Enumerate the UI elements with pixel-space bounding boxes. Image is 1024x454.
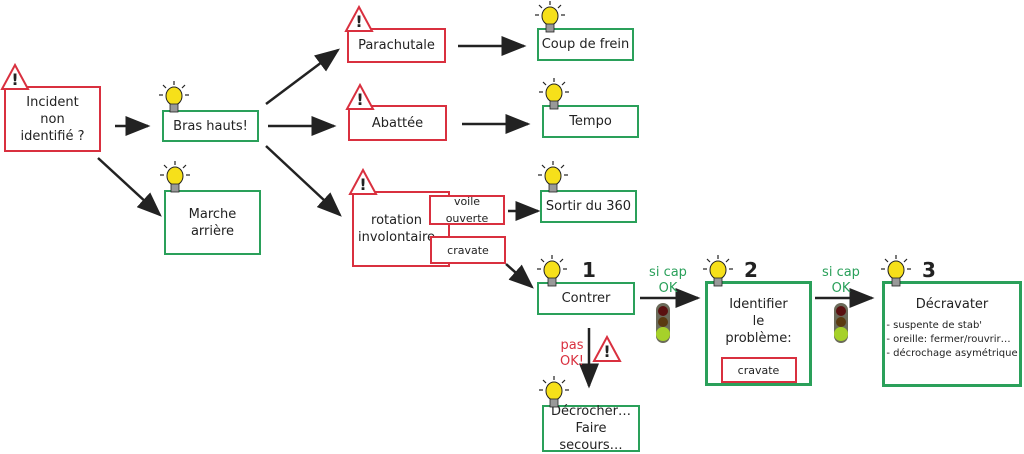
node-abattee: Abattée xyxy=(348,105,447,141)
node-sortir-360: Sortir du 360 xyxy=(540,190,637,223)
node-contrer: Contrer xyxy=(537,282,635,315)
node-parachutale: Parachutale xyxy=(347,28,446,63)
node-marche-arriere: Marche arrière xyxy=(164,190,261,255)
node-tempo: Tempo xyxy=(542,105,639,138)
traffic-light-icon xyxy=(656,303,670,343)
label-si-cap-ok: si cap OK xyxy=(649,265,687,296)
lightbulb-icon xyxy=(537,255,567,287)
node-decravater: Décravater - suspente de stab' - oreille… xyxy=(882,281,1022,387)
lightbulb-icon xyxy=(539,78,569,110)
warning-icon: ! xyxy=(348,168,378,195)
svg-text:!: ! xyxy=(355,12,362,31)
node-identifier-cravate: cravate xyxy=(720,357,797,383)
warning-icon: ! xyxy=(592,335,622,362)
identifier-text: Identifier le problème: xyxy=(725,297,792,346)
label-pas-ok: pas OK! xyxy=(560,338,584,369)
lightbulb-icon xyxy=(538,161,568,193)
node-bras-hauts: Bras hauts! xyxy=(162,110,259,142)
warning-icon: ! xyxy=(345,83,375,110)
step-number-2: 2 xyxy=(744,258,758,282)
step-number-3: 3 xyxy=(922,258,936,282)
node-decrocher: Décrocher… Faire secours… xyxy=(542,404,640,453)
lightbulb-icon xyxy=(539,376,569,408)
lightbulb-icon xyxy=(160,161,190,193)
node-voile-ouverte: voile ouverte xyxy=(429,195,505,225)
label-si-cap-ok: si cap OK xyxy=(822,265,860,296)
decravater-list: - suspente de stab' - oreille: fermer/ro… xyxy=(886,319,1017,361)
svg-text:!: ! xyxy=(603,342,610,361)
arrow-bras-parachutale xyxy=(265,48,340,105)
warning-icon: ! xyxy=(344,5,374,32)
svg-text:!: ! xyxy=(359,175,366,194)
svg-text:!: ! xyxy=(11,70,18,89)
node-identifier: Identifier le problème: cravate xyxy=(705,281,812,386)
step-number-1: 1 xyxy=(582,258,596,282)
arrow-bras-rotation xyxy=(265,145,342,217)
list-item: - décrochage asymétrique xyxy=(886,348,1018,359)
traffic-light-icon xyxy=(834,303,848,343)
list-item: - oreille: fermer/rouvrir… xyxy=(886,334,1011,345)
decravater-title: Décravater xyxy=(915,297,989,312)
arrow-cravate-contrer xyxy=(505,263,534,289)
svg-text:!: ! xyxy=(356,90,363,109)
warning-icon: ! xyxy=(0,63,30,90)
lightbulb-icon xyxy=(159,81,189,113)
arrow-incident-marche xyxy=(97,157,162,217)
lightbulb-icon xyxy=(881,255,911,287)
node-coup-de-frein: Coup de frein xyxy=(537,28,634,61)
node-cravate: cravate xyxy=(430,236,506,264)
lightbulb-icon xyxy=(703,255,733,287)
lightbulb-icon xyxy=(535,1,565,33)
list-item: - suspente de stab' xyxy=(886,320,983,331)
node-incident: Incident non identifié ? xyxy=(4,86,101,152)
